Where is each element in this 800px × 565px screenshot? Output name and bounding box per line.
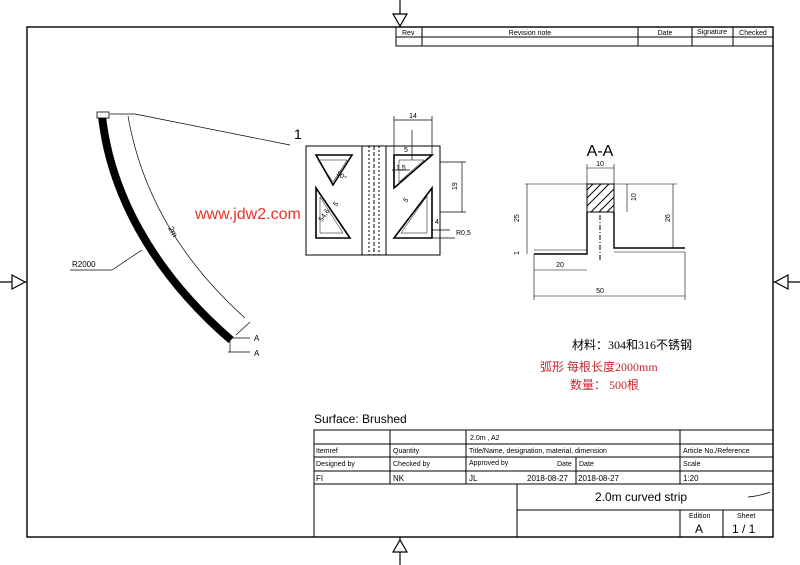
tb-scale: 1:20: [683, 474, 699, 483]
tb-title-header: Title/Name, designation, material, dimen…: [469, 448, 607, 455]
tb-date-label-2: Date: [579, 461, 594, 468]
tb-scale-label: Scale: [683, 461, 701, 468]
watermark-text: www.jdw2.com: [194, 206, 301, 223]
date-header: Date: [658, 30, 673, 37]
quantity-note: 数量： 500根: [570, 377, 639, 392]
section-dim-20: 20: [556, 262, 564, 269]
tb-designed-by: FI: [316, 474, 323, 483]
revision-note-header: Revision note: [509, 30, 552, 37]
section-dim-26: 26: [665, 214, 672, 222]
detail-view: [305, 116, 466, 256]
tb-date-label: Date: [557, 461, 572, 468]
radius-label: R2000: [72, 260, 96, 269]
radius-r0-5: R0,5: [456, 230, 471, 237]
tb-approved-by-label: Approved by: [469, 460, 509, 467]
revision-table: [395, 26, 774, 47]
length-dimension-arc: [127, 115, 246, 319]
tb-article-header: Article No./Reference: [683, 448, 750, 455]
cut-label-a1: A: [254, 334, 260, 343]
tb-designed-by-label: Designed by: [316, 461, 355, 468]
tb-title: 2.0m curved strip: [595, 490, 687, 504]
section-dim-50: 50: [596, 288, 604, 295]
dim-1-5: 1,5: [396, 165, 406, 172]
dim-14: 14: [409, 113, 417, 120]
tb-checked-by-label: Checked by: [393, 461, 430, 468]
material-note: 材料：304和316不锈钢: [572, 338, 692, 352]
signature-mark: [747, 491, 771, 498]
tb-date-1: 2018-08-27: [527, 474, 568, 483]
tb-checked-by: NK: [393, 474, 405, 483]
tb-edition: A: [695, 522, 703, 536]
curved-strip-view: [70, 111, 291, 353]
dim-3: 5: [332, 201, 340, 209]
curved-strip: [98, 115, 234, 344]
tb-date-2: 2018-08-27: [578, 474, 619, 483]
dim-5: 5: [404, 147, 408, 154]
section-dim-top: 10: [596, 161, 604, 168]
cut-label-a2: A: [254, 349, 260, 358]
section-dim-right: 10: [631, 193, 638, 201]
tb-edition-label: Edition: [689, 513, 711, 520]
title-block: [313, 429, 774, 538]
tb-itemref: Itemref: [316, 448, 338, 455]
section-view: [525, 164, 686, 300]
tb-approved-by: JL: [469, 474, 478, 483]
tb-quantity: Quantity: [393, 448, 420, 455]
tb-sheet: 1 / 1: [732, 522, 756, 536]
dim-19: 19: [452, 182, 459, 190]
checked-header: Checked: [739, 30, 767, 37]
section-title: A-A: [587, 143, 614, 160]
tb-sheet-label: Sheet: [737, 513, 755, 520]
rev-header: Rev: [402, 30, 415, 37]
dim-4: 4: [435, 219, 439, 226]
detail-callout: 1: [294, 126, 302, 142]
tb-size: 2.0m , A2: [470, 435, 500, 442]
length-note: 弧形 每根长度2000mm: [540, 359, 658, 374]
detail-leader-line: [134, 113, 291, 146]
surface-note: Surface: Brushed: [314, 412, 407, 426]
section-dim-1: 1: [514, 251, 521, 255]
dim-5b: 5: [402, 197, 410, 205]
arc-length-label: 2m: [166, 225, 179, 239]
signature-header: Signature: [697, 29, 727, 36]
section-dim-25: 25: [514, 214, 521, 222]
